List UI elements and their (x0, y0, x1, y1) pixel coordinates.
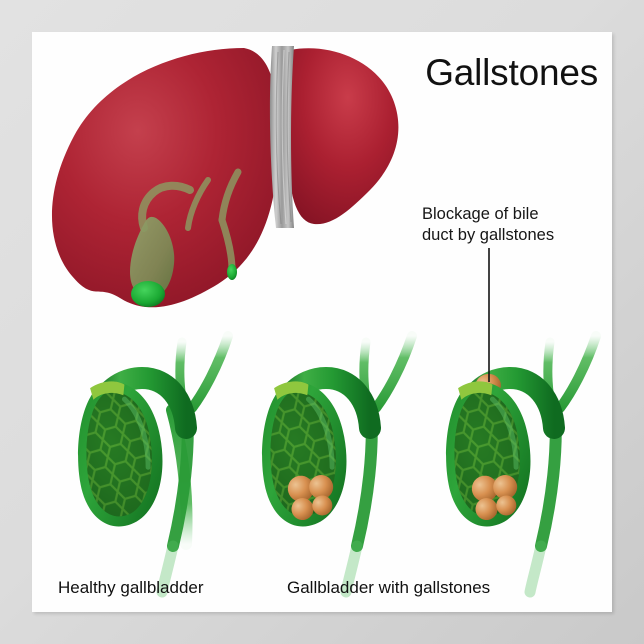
hepatic-duct-branch-right (371, 331, 417, 413)
gallstone (291, 498, 314, 521)
gallbladder-highlight (305, 396, 335, 470)
poster-sheet: Gallstones Blockage of bile duct by gall… (32, 32, 612, 612)
gallbladder-neck-band (274, 381, 309, 400)
gallbladder-neck-band (458, 381, 493, 400)
caption-healthy-gallbladder: Healthy gallbladder (58, 578, 204, 597)
gallstone (287, 475, 314, 502)
callout-annotation: Blockage of bile duct by gallstones (422, 204, 612, 246)
gallstone (493, 475, 518, 500)
caption-gallbladder-with-gallstones: Gallbladder with gallstones (287, 578, 491, 597)
gallbladder-highlight (489, 396, 519, 470)
gallbladder-unit-stones (262, 331, 417, 598)
liver-left-lobe (286, 48, 399, 225)
gallbladder-unit-healthy (78, 331, 233, 598)
gallstone (475, 498, 498, 521)
gallstone (471, 475, 498, 502)
gallstone (309, 475, 334, 500)
gallstone-cluster (471, 475, 518, 521)
hepatic-duct-branch-right (187, 331, 233, 413)
gallbladder-mucosa-pattern (86, 391, 152, 517)
common-bile-duct-fade (156, 540, 179, 598)
gallstone-cluster (287, 475, 334, 521)
liver-figure (51, 46, 399, 308)
common-bile-duct-fade (340, 540, 363, 598)
illustration-artboard: Gallstones Blockage of bile duct by gall… (32, 32, 612, 612)
hepatic-duct-branch-right (555, 331, 601, 413)
gallbladder-unit-blocked (446, 331, 601, 598)
gallstone (312, 495, 333, 516)
liver-gallbladder-fundus (131, 281, 165, 307)
liver-right-lobe (51, 48, 279, 308)
medical-illustration (51, 46, 601, 598)
liver-duct-tip (227, 264, 237, 280)
gallbladder-highlight (121, 396, 151, 470)
common-bile-duct-fade (524, 540, 547, 598)
callout-line-1: Blockage of bile (422, 205, 539, 223)
ligament-striations (275, 49, 292, 225)
gallbladder-neck-band (90, 381, 125, 400)
callout-line-2: duct by gallstones (422, 226, 555, 244)
liver-gallbladder-sac (130, 216, 175, 298)
page-title: Gallstones (425, 52, 598, 93)
gallstone (496, 495, 517, 516)
